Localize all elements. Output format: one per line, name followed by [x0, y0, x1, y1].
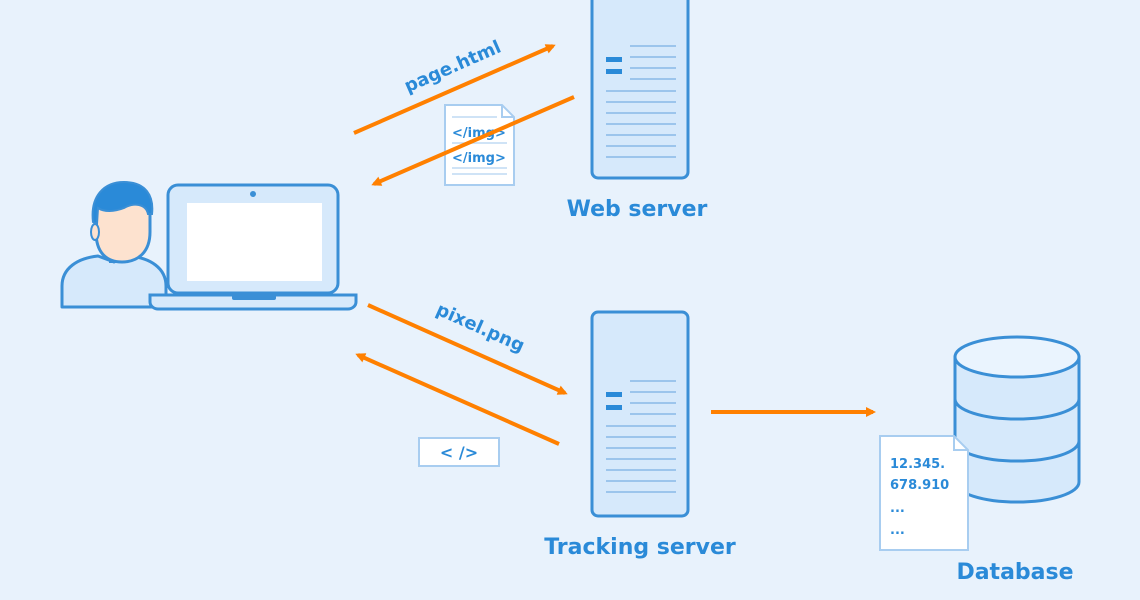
- code-tag-icon: [418, 437, 500, 467]
- request-pixel-arrow: [367, 303, 568, 395]
- db-record-line-4: ...: [890, 523, 905, 538]
- tracking-server-icon: [590, 310, 690, 518]
- html-document-icon: [444, 104, 515, 186]
- request-page-arrow: [353, 44, 556, 135]
- web-server-label: Web server: [567, 197, 708, 222]
- db-record-line-1: 12.345.: [890, 457, 945, 472]
- db-record-line-2: 678.910: [890, 478, 949, 493]
- database-record-document-icon: [879, 435, 969, 551]
- db-record-line-3: ...: [890, 501, 905, 516]
- response-pixel-arrow: [355, 353, 560, 446]
- html-doc-line-2: </img>: [452, 151, 506, 166]
- user-icon: [60, 180, 168, 309]
- web-server-icon: [590, 0, 690, 180]
- laptop-icon: [148, 183, 358, 311]
- response-page-arrow: [371, 95, 575, 186]
- html-doc-line-1: </img>: [452, 126, 506, 141]
- tracking-server-label: Tracking server: [544, 535, 736, 560]
- pixel-request-label: pixel.png: [433, 299, 528, 357]
- database-label: Database: [956, 560, 1073, 585]
- code-tag-text: < />: [440, 443, 478, 462]
- database-icon: [953, 335, 1081, 504]
